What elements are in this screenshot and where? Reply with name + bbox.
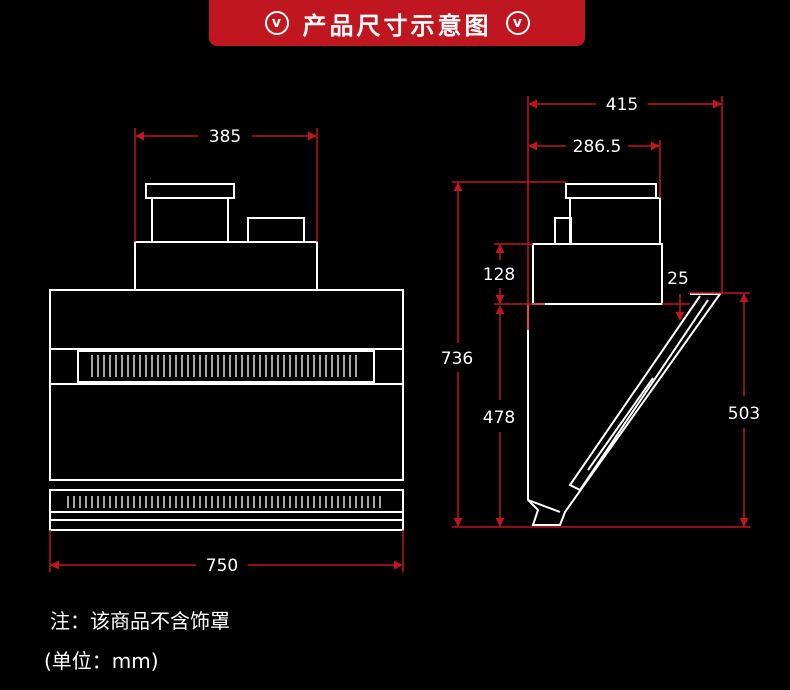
front-chimney xyxy=(151,197,229,243)
v-circle-icon: v xyxy=(264,11,289,35)
front-intake xyxy=(49,489,404,531)
dim-side-panel-height: 503 xyxy=(728,404,760,424)
dim-front-top-width: 385 xyxy=(209,127,241,147)
front-grille-lower xyxy=(67,496,381,508)
note-unit: (单位：mm) xyxy=(44,649,159,673)
side-glass-panel xyxy=(568,295,709,492)
dim-front-total-width: 750 xyxy=(206,556,238,576)
front-chimney-cap xyxy=(145,183,235,199)
side-upper-box xyxy=(532,243,663,305)
front-display-panel xyxy=(77,350,375,383)
front-grille-upper xyxy=(91,355,357,377)
dim-side-box-height: 128 xyxy=(483,265,515,285)
dim-side-total-height: 736 xyxy=(441,349,473,369)
note-no-cover: 注：该商品不含饰罩 xyxy=(50,609,230,633)
diagram-title: 产品尺寸示意图 xyxy=(302,11,492,40)
front-dimension-lines xyxy=(49,128,404,572)
side-dimension-lines xyxy=(452,96,750,528)
side-chimney-cap xyxy=(565,183,657,199)
front-upper-box xyxy=(134,241,318,291)
front-motor-box xyxy=(247,217,305,243)
side-motor-box xyxy=(554,217,572,245)
dim-side-lower-height: 478 xyxy=(483,408,515,428)
side-view xyxy=(527,183,722,526)
dim-side-total-depth: 415 xyxy=(606,95,638,115)
side-chimney xyxy=(569,197,661,245)
dim-side-top-depth: 286.5 xyxy=(573,137,622,157)
title-banner: v 产品尺寸示意图 v xyxy=(209,0,585,46)
dim-side-offset: 25 xyxy=(667,269,689,289)
side-body xyxy=(527,293,722,526)
v-circle-icon: v xyxy=(505,11,530,35)
front-view xyxy=(49,183,404,531)
